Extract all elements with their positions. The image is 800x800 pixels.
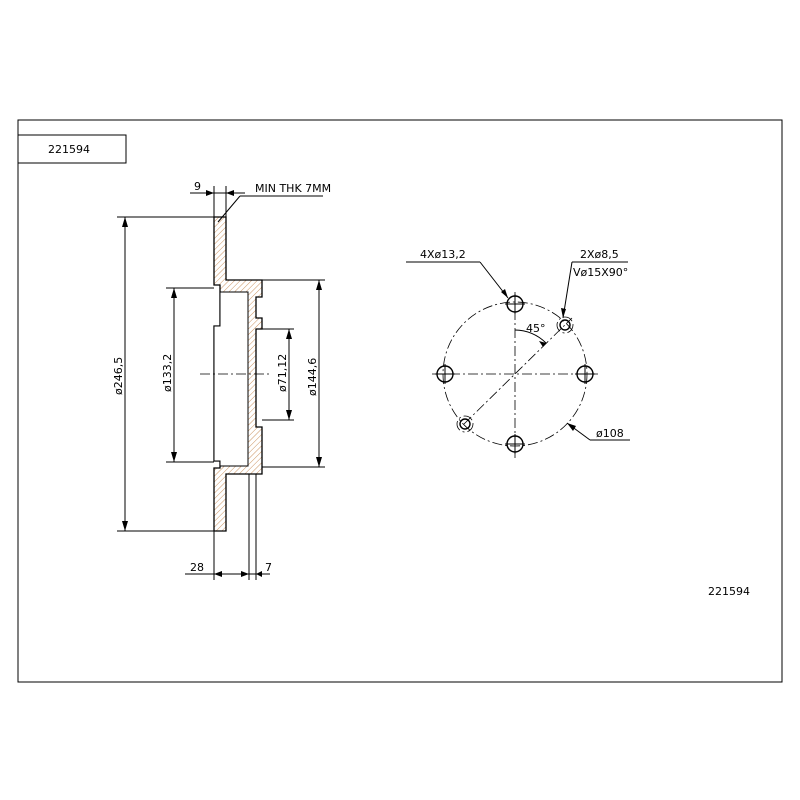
dim-hat-diameter: ø133,2 <box>161 354 174 392</box>
front-view: 45° 4Xø13,2 2Xø8,5 Vø15X90° ø108 <box>406 248 630 458</box>
footer-part-number: 221594 <box>708 585 750 598</box>
min-thickness-note: MIN THK 7MM <box>255 182 331 195</box>
dim-hat-outer-diameter: ø144,6 <box>306 358 319 396</box>
pcd-label: ø108 <box>596 427 624 440</box>
aux-holes-note-2: Vø15X90° <box>573 266 628 279</box>
aux-hole-lower-left <box>459 418 471 430</box>
dim-flange: 7 <box>265 561 272 574</box>
dim-height: 28 <box>190 561 204 574</box>
bolt-holes-note: 4Xø13,2 <box>420 248 466 261</box>
title-part-number: 221594 <box>48 143 90 156</box>
dim-outer-diameter: ø246,5 <box>112 357 125 395</box>
angle-label: 45° <box>526 322 546 335</box>
title-block: 221594 <box>17 134 127 164</box>
aux-holes-note-1: 2Xø8,5 <box>580 248 619 261</box>
dim-center-bore: ø71,12 <box>276 354 289 392</box>
drawing-border <box>17 119 783 683</box>
aux-hole-upper-right <box>559 319 571 331</box>
side-section-view: ø246,5 ø133,2 ø71,12 ø144,6 9 MIN THK 7M… <box>112 180 331 580</box>
dim-thickness: 9 <box>194 180 201 193</box>
